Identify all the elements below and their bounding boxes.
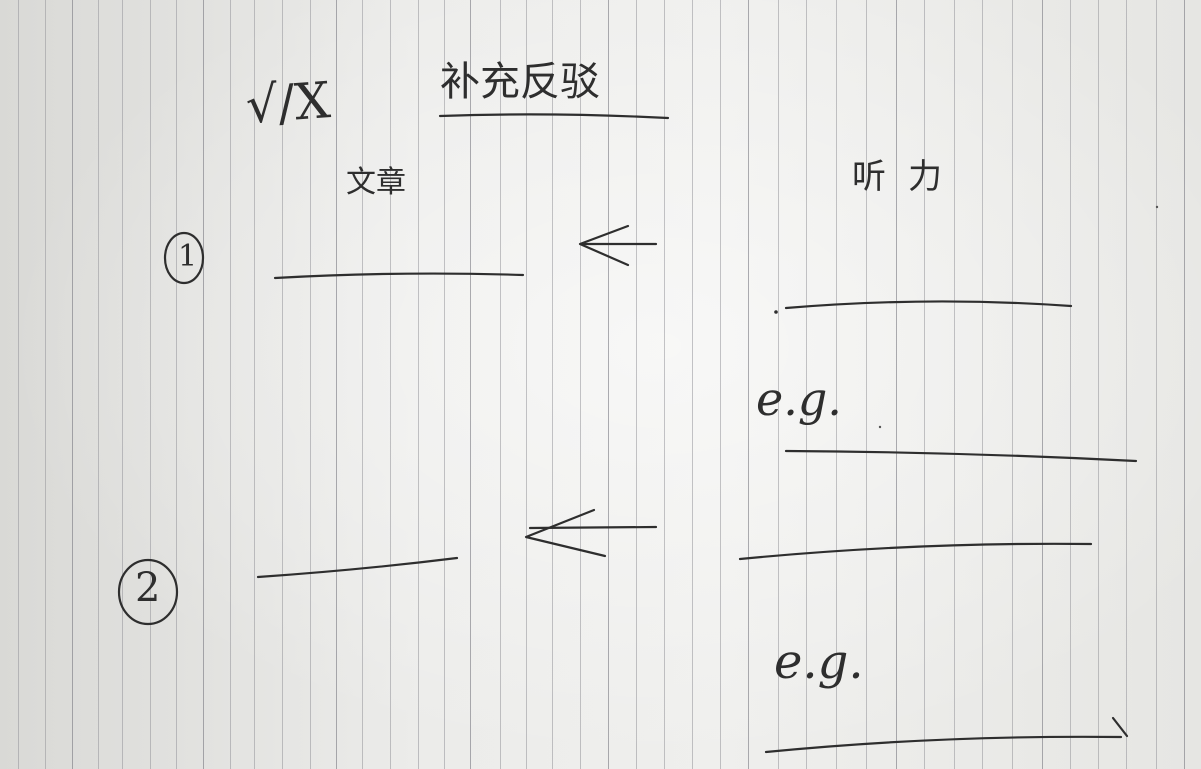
ruled-line [924,0,925,769]
article-answer-line-2 [256,556,459,579]
ruled-line [203,0,204,769]
listening-answer-line-2 [738,542,1093,561]
ruled-line [692,0,693,769]
ruled-line [72,0,73,769]
circle-2-outline [117,558,179,626]
ruled-line [18,0,19,769]
ruled-line [836,0,837,769]
ruled-line [1042,0,1043,769]
ruled-line [254,0,255,769]
ruled-line [866,0,867,769]
ruled-line [230,0,231,769]
example-label-1: e.g. [756,372,842,426]
ruled-line [150,0,151,769]
example-line-1 [784,449,1138,463]
point-number-1-digit: 1 [178,239,198,274]
ruled-line [176,0,177,769]
ruled-line [552,0,553,769]
ruled-line [1098,0,1099,769]
ruled-line [896,0,897,769]
ruled-line [636,0,637,769]
circle-1-outline [163,231,205,285]
ruled-line [500,0,501,769]
point-number-2-digit: 2 [135,565,161,611]
ruled-line [98,0,99,769]
ruled-line [1156,0,1157,769]
article-column-heading: 文章 [346,165,406,200]
ruled-line [362,0,363,769]
example-line-2 [764,735,1123,754]
ruled-line [1126,0,1127,769]
ruled-line [470,0,471,769]
ruled-line [748,0,749,769]
page-title: 补充反驳 [440,59,600,105]
ruled-line [608,0,609,769]
ruled-line [45,0,46,769]
ruled-line [664,0,665,769]
ruled-line [1070,0,1071,769]
listening-column-heading: 听力 [852,157,964,197]
ruled-line [310,0,311,769]
arrow-left-icon [524,508,658,558]
ruled-line [1184,0,1185,769]
ruled-line [580,0,581,769]
ruled-line [982,0,983,769]
ruled-line [1012,0,1013,769]
ruled-line [778,0,779,769]
ruled-line [418,0,419,769]
check-cross-mark: √/X [244,71,333,135]
ruled-line [954,0,955,769]
ruled-line [806,0,807,769]
ruled-line [122,0,123,769]
example-label-2: e.g. [774,634,864,690]
ruled-line [336,0,337,769]
listening-answer-line-1 [784,300,1073,310]
example-line-2-tail [1111,716,1129,738]
title-underline [438,113,670,120]
ruled-line [282,0,283,769]
arrow-left-icon [578,224,658,267]
ruled-line [720,0,721,769]
ruled-line [390,0,391,769]
article-answer-line-1 [273,272,525,280]
ruled-line [444,0,445,769]
ruled-line [526,0,527,769]
